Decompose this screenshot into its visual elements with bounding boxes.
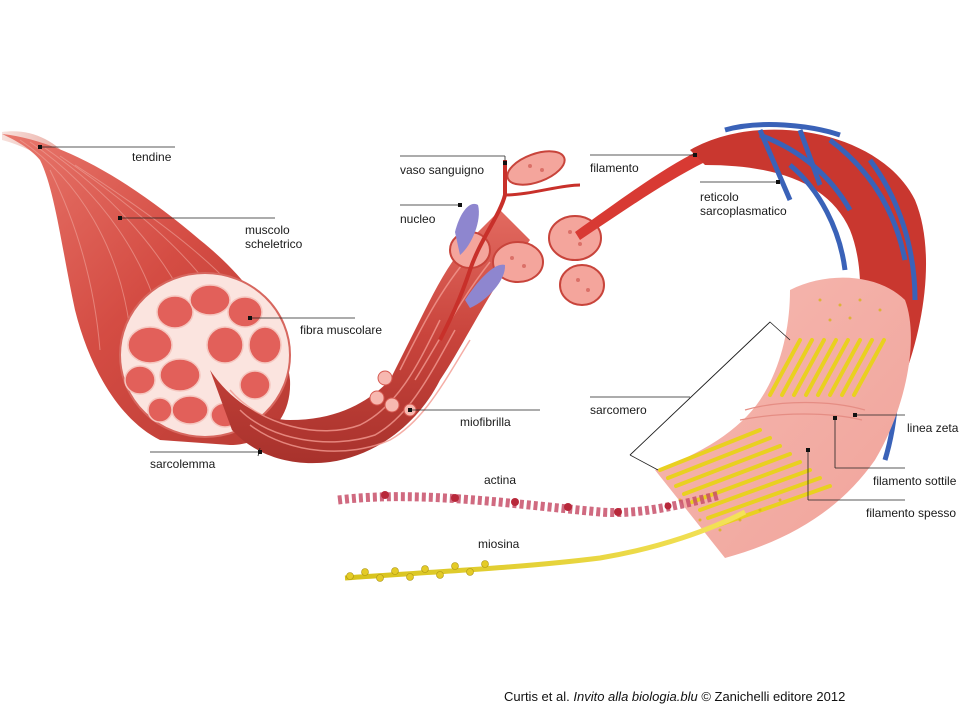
credit-authors: Curtis et al.: [504, 689, 570, 704]
label-reticolo-sarcoplasmatico: reticolo sarcoplasmatico: [700, 190, 787, 218]
label-linea-zeta: linea zeta: [907, 421, 959, 435]
myofibril-ends: [369, 370, 417, 417]
label-muscolo-scheletrico: muscolo scheletrico: [245, 223, 303, 251]
label-filamento-spesso: filamento spesso: [866, 506, 957, 520]
actin-filament: [337, 490, 722, 517]
fascicles: [124, 284, 282, 428]
filament-taper: [575, 150, 705, 240]
label-fibra-muscolare: fibra muscolare: [300, 323, 383, 337]
credit-line: Curtis et al. Invito alla biologia.blu ©…: [504, 689, 845, 704]
blood-vessel: [438, 160, 507, 341]
myofibril-arc: [575, 122, 927, 558]
label-vaso-sanguigno: vaso sanguigno: [400, 163, 485, 177]
label-tendine: tendine: [132, 150, 172, 164]
label-miofibrilla: miofibrilla: [460, 415, 511, 429]
myosin-filament: [344, 509, 747, 582]
label-actina: actina: [484, 473, 517, 487]
sarcomere-region: [655, 277, 911, 558]
label-filamento-sottile: filamento sottile: [873, 474, 957, 488]
skeletal-muscle: [2, 131, 291, 445]
nucleus: [455, 203, 479, 255]
label-sarcolemma: sarcolemma: [150, 457, 216, 471]
leader-lines: [40, 146, 905, 501]
muscle-fiber-bundle: [210, 150, 605, 464]
credit-book: Invito alla biologia.blu: [573, 689, 698, 704]
label-filamento: filamento: [590, 161, 639, 175]
credit-publisher: © Zanichelli editore 2012: [701, 689, 846, 704]
z-lines: [739, 401, 866, 421]
label-nucleo: nucleo: [400, 212, 436, 226]
label-sarcomero: sarcomero: [590, 403, 647, 417]
label-miosina: miosina: [478, 537, 520, 551]
nucleus-2: [465, 264, 506, 308]
